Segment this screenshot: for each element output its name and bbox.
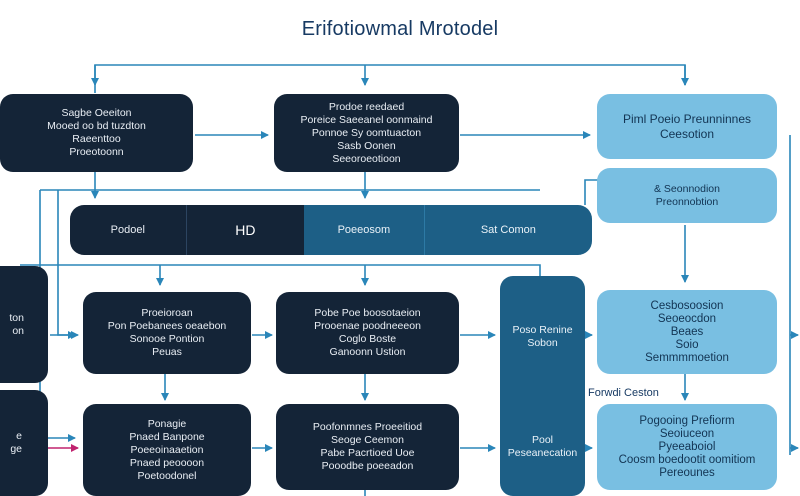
node-top-center: Prodoe reedaed Poreice Saeeanel oonmaind…: [274, 94, 459, 172]
node-line: Seoeocdon: [657, 312, 717, 325]
node-line: Seeoroeotioon: [332, 152, 401, 165]
node-line: Ponnoe Sy oomtuacton: [311, 126, 422, 139]
node-line: Sagbe Oeeiton: [61, 107, 132, 119]
node-top-right: Piml Poeio Preunninnes Ceesotion: [597, 94, 777, 159]
node-line: Ponagie: [147, 417, 187, 430]
node-line: Pyeeaboiol: [658, 440, 716, 453]
node-bot-center: Poofonmnes Proeeitiod Seoge Ceemon Pabe …: [276, 404, 459, 490]
node-line: Pnaed Banpone: [129, 430, 205, 443]
node-line: Coosm boedootit oomitiom: [618, 453, 756, 466]
node-line: ton: [9, 311, 24, 324]
node-line: Proeotoonn: [69, 146, 124, 158]
float-label: Forwdi Ceston: [588, 387, 659, 399]
node-line: Pon Poebanees oeaebon: [107, 320, 227, 332]
node-line: Seoge Ceemon: [331, 434, 404, 446]
node-mid-center: Pobe Poe boosotaeion Prooenae poodneeeon…: [276, 292, 459, 374]
node-line: Sonooe Pontion: [129, 333, 205, 345]
node-line: Pabe Pacrtioed Uoe: [320, 447, 415, 459]
node-line: Pooodbe poeeadon: [321, 460, 414, 472]
bar-line-mid: [20, 264, 541, 276]
node-line: Pobe Poe boosotaeion: [314, 307, 421, 319]
node-line: e: [16, 430, 22, 442]
node-line: Preonnobtion: [655, 195, 719, 208]
node-line: Mooed oo bd tuzdton: [47, 120, 146, 132]
node-line: Peuas: [152, 346, 182, 358]
node-line: Pnaed peoooon: [129, 456, 205, 469]
node-line: on: [12, 324, 24, 337]
process-bar: Podoel HD Poeeosom Sat Comon: [70, 205, 592, 255]
bar-segment-2: HD: [185, 205, 305, 255]
bar-segment-3: Poeeosom: [304, 205, 424, 255]
node-line: Sobon: [527, 337, 558, 349]
node-line: Poreice Saeeanel oonmaind: [300, 113, 433, 126]
node-line: & Seonnodion: [654, 182, 720, 195]
node-top-left: Sagbe Oeeiton Mooed oo bd tuzdton Raeent…: [0, 94, 193, 172]
node-line: Beaes: [670, 325, 704, 338]
node-line: Piml Poeio Preunninnes: [622, 111, 752, 126]
node-bot-right: Pogooing Prefiorm Seoiuceon Pyeeaboiol C…: [597, 404, 777, 490]
node-line: Poetoodonel: [137, 469, 197, 482]
node-left-edge-lower: e ge: [0, 390, 48, 496]
node-line: Raeenttoo: [72, 133, 121, 145]
node-line: Prooenae poodneeeon: [314, 320, 421, 332]
node-line: Poofonmnes Proeeitiod: [312, 421, 423, 433]
diagram-title: Erifotiowmal Mrotodel: [301, 18, 499, 40]
node-left-edge-upper: ton on: [0, 266, 48, 383]
node-line: Pogooing Prefiorm: [639, 414, 735, 427]
node-line: Semmmmoetion: [645, 351, 729, 364]
node-line: Cesbosoosion: [650, 299, 724, 312]
node-mid-far-right: Cesbosoosion Seoeocdon Beaes Soio Semmmm…: [597, 290, 777, 374]
node-line: Poeeoinaaetion: [130, 443, 204, 456]
node-line: Soio: [675, 338, 699, 351]
node-line: Poso Renine: [512, 324, 573, 336]
bar-segment-4: Sat Comon: [423, 205, 592, 255]
node-mid-right-upper: & Seonnodion Preonnobtion: [597, 168, 777, 223]
node-bot-left: Ponagie Pnaed Banpone Poeeoinaaetion Pna…: [83, 404, 251, 496]
node-line: Prodoe reedaed: [328, 100, 405, 113]
node-line: Coglo Boste: [338, 333, 397, 345]
node-mid-left: Proeioroan Pon Poebanees oeaebon Sonooe …: [83, 292, 251, 374]
node-line: Pereounes: [659, 466, 715, 479]
node-line: Pool: [531, 434, 553, 446]
node-line: Peseanecation: [507, 447, 578, 459]
node-tall-blue: Poso Renine Sobon Pool Peseanecation: [500, 276, 585, 496]
node-line: Seoiuceon: [659, 427, 715, 440]
node-line: Sasb Oonen: [337, 139, 396, 152]
node-line: Ceesotion: [659, 126, 715, 141]
top-bracket-line: [94, 64, 686, 93]
bar-segment-1: Podoel: [70, 205, 186, 255]
node-line: ge: [10, 443, 22, 455]
node-line: Proeioroan: [141, 307, 193, 319]
node-line: Ganoonn Ustion: [329, 346, 406, 358]
